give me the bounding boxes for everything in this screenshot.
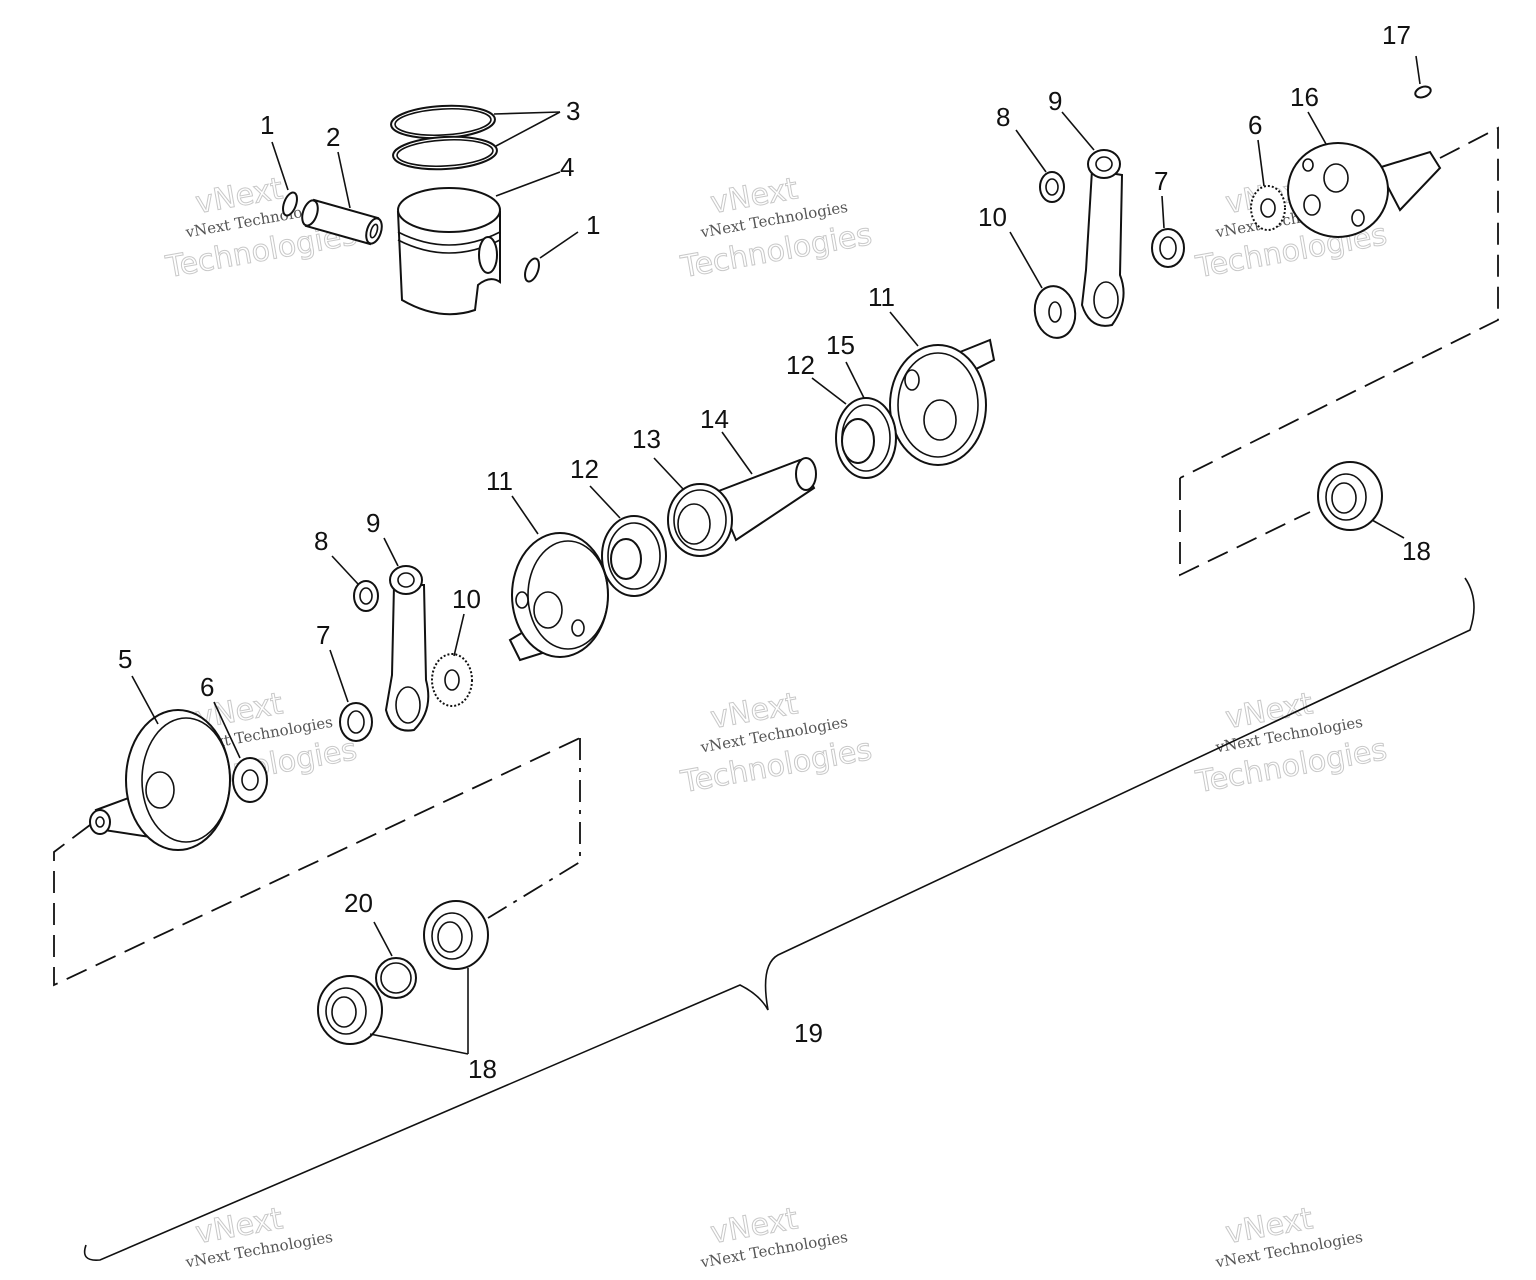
circlip-right <box>524 257 540 283</box>
callout-10: 10 <box>978 202 1007 232</box>
crank-half-center-lower <box>508 532 609 662</box>
watermark-group: vNext vNext Technologies Technologies vN… <box>162 171 1390 1272</box>
callout-11: 11 <box>868 282 895 312</box>
callout-11: 11 <box>486 466 513 496</box>
callout-3: 3 <box>566 96 580 126</box>
crank-half-pto <box>89 709 231 851</box>
big-end-bearing-right <box>1151 228 1185 268</box>
callout-12: 12 <box>570 454 599 484</box>
callout-1: 1 <box>260 110 274 140</box>
piston <box>396 187 501 316</box>
callout-18: 18 <box>468 1054 497 1084</box>
bearing-center-lower <box>601 515 667 597</box>
thrust-washer-right <box>1033 285 1077 339</box>
callout-7: 7 <box>1154 166 1168 196</box>
callout-2: 2 <box>326 122 340 152</box>
callout-6: 6 <box>200 672 214 702</box>
callout-15: 15 <box>826 330 855 360</box>
center-shaft-group <box>508 338 996 662</box>
wrist-pin <box>301 198 383 246</box>
main-bearing-lower-right <box>423 900 489 970</box>
connecting-rod-left <box>384 565 430 732</box>
callout-5: 5 <box>118 644 132 674</box>
thrust-washer-lower-6 <box>232 757 268 803</box>
piston-group <box>282 104 540 316</box>
callout-10: 10 <box>452 584 481 614</box>
callout-14: 14 <box>700 404 729 434</box>
main-bearing-lower-left <box>317 975 383 1045</box>
callout-19: 19 <box>794 1018 823 1048</box>
bearing-center-upper <box>835 397 897 479</box>
callout-8: 8 <box>996 102 1010 132</box>
thrust-washer-left <box>431 653 473 707</box>
callout-1: 1 <box>586 210 600 240</box>
callout-20: 20 <box>344 888 373 918</box>
leader-lines <box>131 55 1421 1055</box>
callout-12: 12 <box>786 350 815 380</box>
callout-18: 18 <box>1402 536 1431 566</box>
woodruff-key <box>1414 85 1432 99</box>
callout-17: 17 <box>1382 20 1411 50</box>
right-upper-group <box>1033 85 1442 339</box>
crank-half-mag <box>1287 142 1442 238</box>
callout-9: 9 <box>366 508 380 538</box>
assembly-lines <box>53 126 1499 987</box>
callout-8: 8 <box>314 526 328 556</box>
callout-16: 16 <box>1290 82 1319 112</box>
connecting-rod-right <box>1080 149 1125 327</box>
circlip-left <box>282 191 298 217</box>
callout-4: 4 <box>560 152 574 182</box>
small-end-bearing-left <box>353 580 379 612</box>
big-end-bearing-left <box>339 702 373 742</box>
crank-half-center-upper <box>889 338 996 466</box>
callout-13: 13 <box>632 424 661 454</box>
callout-9: 9 <box>1048 86 1062 116</box>
callout-labels: 1 1 2 3 4 5 6 6 7 7 8 8 9 9 10 10 11 11 … <box>118 20 1431 1084</box>
thrust-washer-upper-6 <box>1250 185 1286 231</box>
o-ring <box>375 957 417 999</box>
small-end-bearing-right <box>1039 171 1065 203</box>
callout-6: 6 <box>1248 110 1262 140</box>
piston-pin-boss <box>478 236 498 274</box>
main-bearing-right <box>1317 461 1383 531</box>
piston-ring-lower <box>392 135 498 171</box>
main-bearings-group <box>317 461 1383 1045</box>
labyrinth-seal <box>667 483 733 557</box>
left-lower-group <box>89 565 473 851</box>
callout-7: 7 <box>316 620 330 650</box>
assembly-bracket <box>83 577 1475 1262</box>
